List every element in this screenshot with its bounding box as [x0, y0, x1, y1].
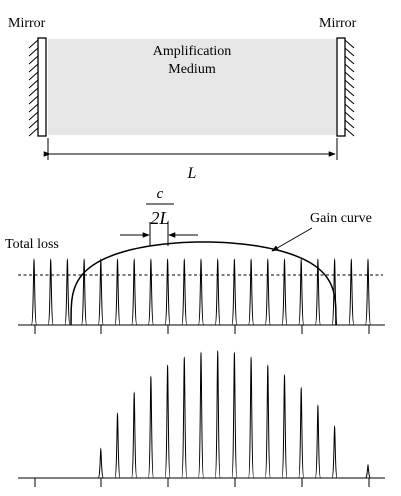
output-mode-peak [314, 404, 321, 479]
hatch-line [28, 111, 39, 121]
output-mode-peak [264, 364, 271, 479]
cavity-mode-peak [314, 258, 321, 326]
cavity-mode-peak [147, 258, 154, 326]
spacing-numerator: c [157, 186, 164, 202]
cavity-mode-peak [231, 258, 238, 326]
medium-label-line2: Medium [168, 62, 216, 77]
cavity-mode-peak [131, 258, 138, 326]
cavity-mode-peak [97, 258, 104, 326]
cavity-mode-peak [164, 258, 171, 326]
axis-ticks-top [34, 325, 370, 334]
cavity-mode-peak [298, 258, 305, 326]
mode-spacing-arrows [120, 222, 198, 246]
output-mode-peak [147, 375, 154, 479]
cavity-mode-peak [281, 258, 288, 326]
hatch-line [28, 39, 39, 49]
output-mode-peak [281, 373, 288, 479]
left-mirror [28, 37, 47, 137]
axis-ticks-bottom [34, 478, 370, 487]
output-mode-peak [197, 351, 205, 479]
output-mode-peak [298, 386, 305, 479]
cavity-mode-peak [364, 258, 372, 326]
hatch-line [344, 119, 355, 129]
cavity-mode-peak [248, 258, 255, 326]
cavity-mode-peak [114, 258, 121, 326]
cavity-mode-peak [348, 258, 355, 326]
output-mode-peak [365, 463, 371, 479]
cavity-mode-peak [30, 258, 38, 326]
hatch-line [344, 47, 355, 57]
hatch-line [28, 103, 39, 113]
cavity-mode-peak [47, 258, 54, 326]
right-mirror [336, 37, 355, 137]
hatch-line [344, 55, 355, 65]
cavity-mode-peak [214, 258, 221, 326]
output-mode-peak [181, 356, 188, 479]
amplification-medium [48, 39, 336, 135]
mirror-right-label: Mirror [319, 16, 357, 31]
hatch-line [28, 95, 39, 105]
output-mode-peak [97, 447, 104, 479]
output-mode-peak [331, 424, 338, 479]
hatch-line [344, 71, 355, 81]
cavity-length-dimension [43, 138, 338, 160]
hatch-line [344, 127, 355, 137]
hatch-line [344, 63, 355, 73]
hatch-line [28, 63, 39, 73]
gain-curve [70, 241, 337, 326]
gain-curve-pointer [271, 227, 313, 252]
hatch-line [28, 47, 39, 57]
output-mode-peak [164, 364, 171, 479]
hatch-line [28, 71, 39, 81]
hatch-line [344, 87, 355, 97]
mirror-left-label: Mirror [8, 16, 46, 31]
hatch-line [344, 79, 355, 89]
cavity-mode-peak [181, 258, 188, 326]
cavity-mode-peak [197, 258, 205, 326]
hatch-line [28, 55, 39, 65]
hatch-line [344, 103, 355, 113]
output-mode-peak [114, 412, 121, 479]
output-mode-peak [131, 391, 138, 479]
output-mode-peak [214, 349, 221, 479]
cavity-length-label: L [187, 165, 197, 182]
hatch-line [28, 127, 39, 137]
hatch-line [344, 39, 355, 49]
gain-curve-label: Gain curve [310, 211, 372, 226]
spacing-denominator: 2L [150, 208, 169, 228]
hatch-line [28, 119, 39, 129]
cavity-mode-peak [81, 258, 88, 326]
total-loss-label: Total loss [5, 237, 59, 252]
cavity-mode-peak [64, 258, 71, 326]
hatch-line [28, 87, 39, 97]
hatch-line [344, 95, 355, 105]
output-mode-peak [231, 351, 238, 479]
output-modes [97, 349, 371, 479]
cavity-modes [30, 258, 372, 326]
output-mode-peak [248, 356, 255, 479]
hatch-line [344, 111, 355, 121]
hatch-line [28, 79, 39, 89]
cavity-mode-peak [264, 258, 271, 326]
medium-label-line1: Amplification [153, 44, 232, 59]
